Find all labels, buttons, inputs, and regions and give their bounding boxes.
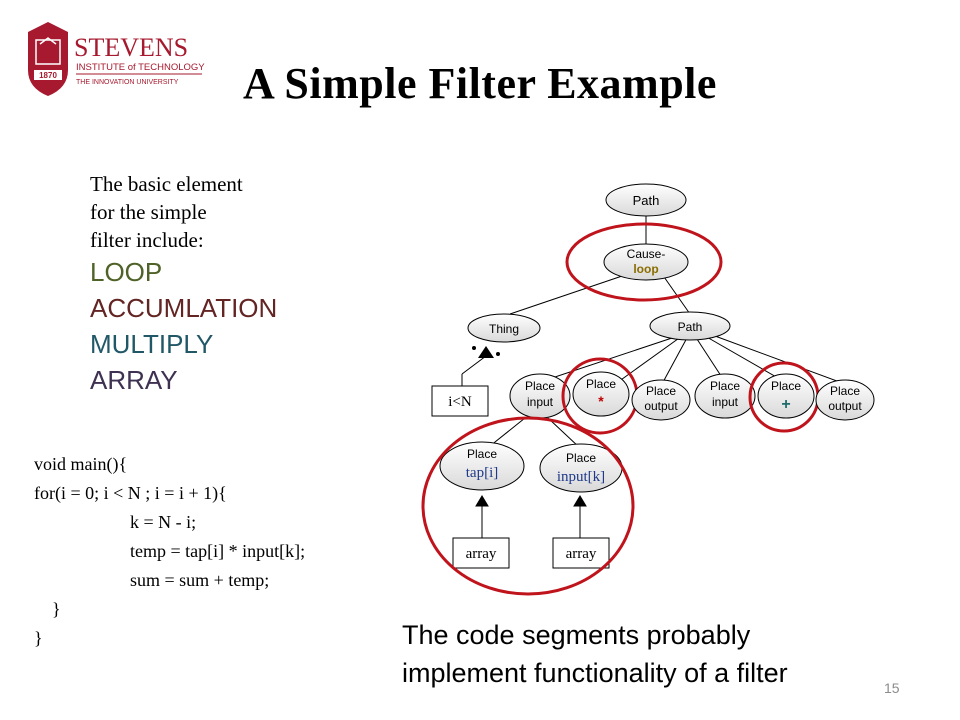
caption-line: implement functionality of a filter xyxy=(402,658,788,688)
array-box xyxy=(552,537,610,569)
svg-text:array: array xyxy=(566,546,597,562)
svg-text:Place: Place xyxy=(566,451,596,465)
filter-tree-diagram: Path Cause- loop Thing Path i<N Place in… xyxy=(400,176,920,596)
arrow-icon xyxy=(478,346,494,358)
cond-box xyxy=(431,385,489,417)
svg-text:Place: Place xyxy=(467,447,497,461)
node-cause-loop xyxy=(603,243,689,281)
page-number: 15 xyxy=(884,680,900,696)
svg-text:Place: Place xyxy=(525,379,555,393)
code-line: } xyxy=(34,628,43,648)
svg-text:Place: Place xyxy=(710,379,740,393)
svg-text:output: output xyxy=(644,399,678,413)
node-thing xyxy=(467,313,541,343)
code-line: k = N - i; xyxy=(130,512,197,532)
keyword-array: ARRAY xyxy=(90,365,178,395)
svg-text:Place: Place xyxy=(771,379,801,393)
logo-brand: STEVENS xyxy=(74,33,188,62)
caption: The code segments probably implement fun… xyxy=(402,616,922,692)
node-path-label: Path xyxy=(678,320,703,334)
intro-line: for the simple xyxy=(90,200,207,224)
node-path xyxy=(649,311,731,341)
svg-text:1870: 1870 xyxy=(39,71,57,80)
svg-text:*: * xyxy=(598,393,604,409)
svg-text:input: input xyxy=(527,395,554,409)
highlight-loop xyxy=(565,222,723,302)
node-place-input-2 xyxy=(694,373,756,419)
svg-text:output: output xyxy=(828,399,862,413)
code-line: void main(){ xyxy=(34,454,128,474)
intro-line: filter include: xyxy=(90,228,204,252)
node-place-add xyxy=(757,373,815,419)
intro-text: The basic element for the simple filter … xyxy=(90,170,350,398)
svg-text:input: input xyxy=(712,395,739,409)
code-line: } xyxy=(52,599,61,619)
code-line: for(i = 0; i < N ; i = i + 1){ xyxy=(34,483,227,503)
keyword-multiply: MULTIPLY xyxy=(90,329,214,359)
node-place-output-2 xyxy=(815,379,875,421)
logo-line2: THE INNOVATION UNIVERSITY xyxy=(76,79,179,86)
svg-text:array: array xyxy=(466,546,497,562)
node-place-output xyxy=(631,379,691,421)
svg-text:Place: Place xyxy=(830,384,860,398)
arrow-icon xyxy=(475,495,489,540)
svg-text:Place: Place xyxy=(646,384,676,398)
code-line: sum = sum + temp; xyxy=(130,570,270,590)
node-place-tap xyxy=(439,441,525,491)
svg-text:tap[i]: tap[i] xyxy=(466,465,498,481)
node-cause-sub: loop xyxy=(633,262,658,276)
node-cause-label: Cause- xyxy=(627,247,666,261)
code-line: temp = tap[i] * input[k]; xyxy=(130,541,306,561)
code-block: void main(){ for(i = 0; i < N ; i = i + … xyxy=(34,450,414,653)
svg-text:Place: Place xyxy=(586,377,616,391)
stevens-logo: 1870 STEVENS INSTITUTE of TECHNOLOGY THE… xyxy=(22,18,212,100)
intro-line: The basic element xyxy=(90,172,243,196)
arrow-icon xyxy=(573,495,587,540)
svg-text:input[k]: input[k] xyxy=(557,469,605,485)
array-box xyxy=(452,537,510,569)
svg-text:+: + xyxy=(781,396,790,413)
highlight-array xyxy=(421,416,635,596)
node-path-root-label: Path xyxy=(633,193,660,208)
cond-box-label: i<N xyxy=(448,394,472,410)
node-path-root xyxy=(605,183,687,217)
logo-line1: INSTITUTE of TECHNOLOGY xyxy=(76,62,205,73)
keyword-accumlation: ACCUMLATION xyxy=(90,293,278,323)
page-title: A Simple Filter Example xyxy=(243,59,717,108)
node-place-multiply xyxy=(572,371,630,417)
caption-line: The code segments probably xyxy=(402,620,751,650)
keyword-loop: LOOP xyxy=(90,257,163,287)
node-thing-label: Thing xyxy=(489,322,519,336)
